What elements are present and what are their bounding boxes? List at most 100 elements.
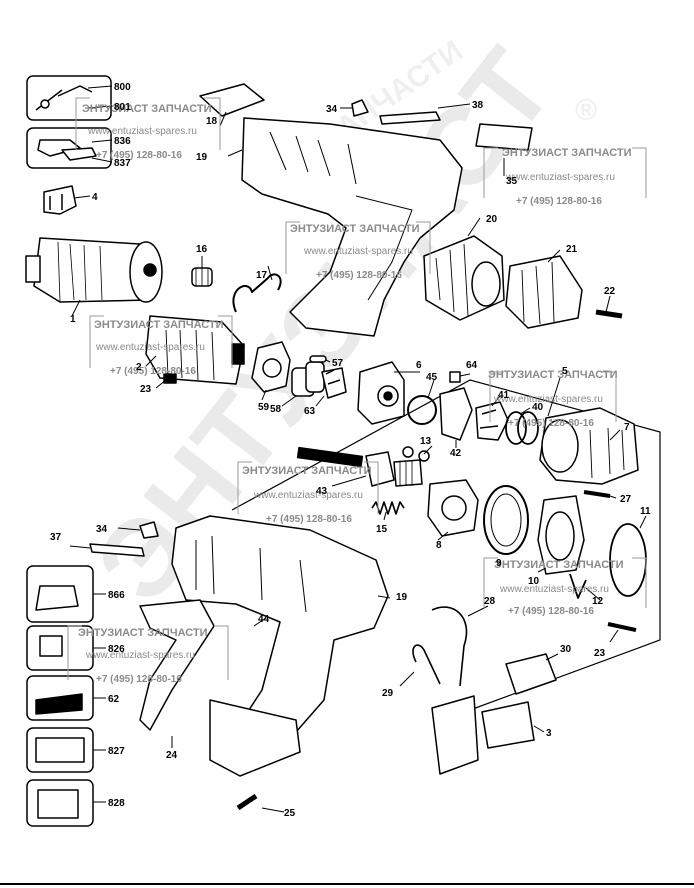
part-27-screw [583,490,611,498]
part-label-2: 2 [136,362,142,373]
watermark-boxes [67,97,647,680]
part-57-pin [309,355,327,363]
watermark-url: www.entuziast-spares.ru [505,172,615,183]
part-label-41: 41 [498,390,510,401]
part-label-826: 826 [108,644,125,655]
part-64-block [449,371,461,383]
watermark-phone: +7 (495) 128-80-16 [516,196,602,207]
part-label-15: 15 [376,524,388,535]
watermark-phone: +7 (495) 128-80-16 [316,270,402,281]
part-23-screw-right [607,622,637,632]
watermark-title: ЭНТУЗИАСТ ЗАПЧАСТИ [82,103,212,115]
part-12-clip [569,573,587,599]
part-label-30: 30 [560,644,572,655]
part-20-chuck-sleeve [423,235,505,321]
part-2-gearbox [145,315,245,385]
watermark-phone: +7 (495) 128-80-16 [96,674,182,685]
part-label-63: 63 [304,406,316,417]
part-label-34-lower: 34 [96,524,108,535]
part-34-top-clip [351,99,369,117]
part-25-screw [236,793,258,811]
part-4-brush-clip [43,185,77,215]
part-label-16: 16 [196,244,208,255]
part-59-ring-plate [251,341,291,393]
watermark-phone: +7 (495) 128-80-16 [110,366,196,377]
watermark-title: ЭНТУЗИАСТ ЗАПЧАСТИ [94,319,224,331]
accessory-box-800 [26,75,112,121]
part-label-7: 7 [624,422,630,433]
part-label-25: 25 [284,808,296,819]
part-label-35: 35 [506,176,518,187]
part-label-23-right: 23 [594,648,606,659]
part-16-pinion [191,267,213,287]
part-41-gear [475,401,509,441]
watermark-title: ЭНТУЗИАСТ ЗАПЧАСТИ [78,627,208,639]
part-label-12: 12 [592,596,604,607]
accessory-box-836 [26,127,112,169]
part-label-5: 5 [562,366,568,377]
watermark-url: www.entuziast-spares.ru [493,394,603,405]
part-label-44: 44 [258,614,270,625]
part-label-22: 22 [604,286,616,297]
part-label-8: 8 [436,540,442,551]
part-45-clip-ring [407,395,437,425]
part-43-spindle [296,446,423,487]
part-17-spring-wire [232,273,282,313]
part-37-bit [89,543,145,557]
part-label-20: 20 [486,214,498,225]
part-label-1: 1 [70,314,76,325]
label-827 [26,727,94,773]
watermark-title: ЭНТУЗИАСТ ЗАПЧАСТИ [290,223,420,235]
part-label-3: 3 [546,728,552,739]
part-label-18: 18 [206,116,218,127]
part-label-59: 59 [258,402,270,413]
part-21-chuck [505,255,583,329]
leader-lines [69,85,647,813]
part-label-40: 40 [532,402,544,413]
watermark-url: www.entuziast-spares.ru [87,126,197,137]
part-label-11: 11 [640,506,651,517]
watermark-url: www.entuziast-spares.ru [253,490,363,501]
part-label-23: 23 [140,384,152,395]
part-label-19-lower: 19 [396,592,408,603]
part-13-balls [402,446,430,462]
battery-866 [26,565,94,623]
part-label-58: 58 [270,404,282,415]
watermark-url: www.entuziast-spares.ru [499,584,609,595]
watermark-title: ЭНТУЗИАСТ ЗАПЧАСТИ [242,465,372,477]
part-35-label-plate [475,123,533,151]
watermark-url: www.entuziast-spares.ru [303,246,413,257]
part-label-34: 34 [326,104,338,115]
part-30-switch-button [505,653,557,695]
watermark-title: ЭНТУЗИАСТ ЗАПЧАСТИ [494,559,624,571]
part-58-planet-gears [291,361,325,397]
part-3-switch [431,695,535,775]
watermark-url: www.entuziast-spares.ru [95,342,205,353]
part-label-4: 4 [92,192,98,203]
part-label-837: 837 [114,158,131,169]
part-label-19: 19 [196,152,208,163]
part-label-24: 24 [166,750,178,761]
part-18-top-cover [199,83,265,117]
watermark-phone: +7 (495) 128-80-16 [266,514,352,525]
watermark-phone: +7 (495) 128-80-16 [508,606,594,617]
part-label-29: 29 [382,688,394,699]
part-19-housing-upper [241,117,463,337]
registered-mark: ® [575,94,597,127]
part-label-21: 21 [566,244,578,255]
part-1-motor [25,237,163,303]
part-label-866: 866 [108,590,125,601]
part-label-38: 38 [472,100,484,111]
watermark-texts: ЭНТУЗИАСТ ЗАПЧАСТИ www.entuziast-spares.… [78,103,632,685]
part-label-28: 28 [484,596,496,607]
part-label-64: 64 [466,360,478,371]
watermark-title: ЭНТУЗИАСТ ЗАПЧАСТИ [488,369,618,381]
part-label-801: 801 [114,102,131,113]
part-label-57: 57 [332,358,344,369]
part-label-13: 13 [420,436,432,447]
part-8-clutch-plate [427,479,479,537]
part-label-9: 9 [496,558,502,569]
watermark-phone: +7 (495) 128-80-16 [96,150,182,161]
part-label-800: 800 [114,82,131,93]
